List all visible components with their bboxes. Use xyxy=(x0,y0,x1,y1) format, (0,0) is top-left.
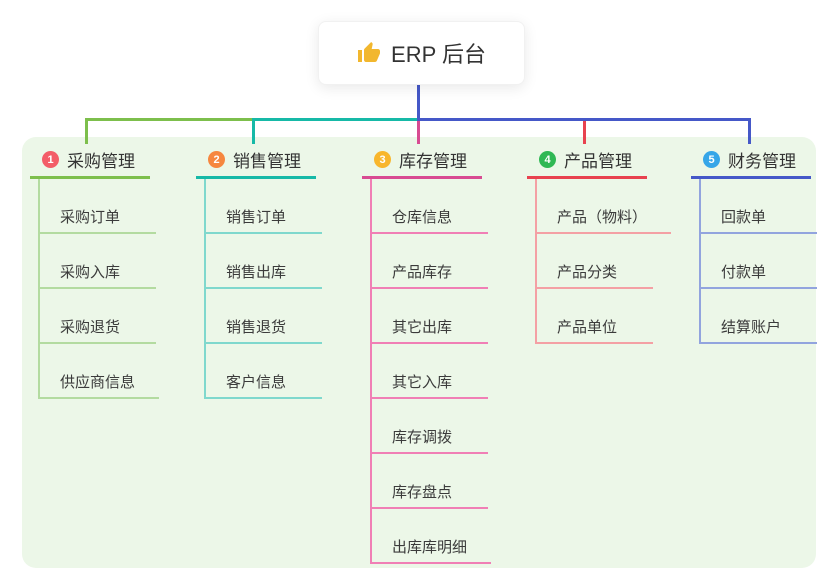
branch-product-header[interactable]: 4 产品管理 xyxy=(527,146,647,179)
thumbs-up-icon xyxy=(357,41,381,65)
connector-drop-product xyxy=(583,118,586,144)
connector-segment-blue xyxy=(418,118,751,121)
list-item[interactable]: 供应商信息 xyxy=(40,344,160,399)
branch-number-badge: 3 xyxy=(374,151,391,168)
branch-inventory: 3 库存管理 仓库信息 产品库存 其它出库 其它入库 库存调拨 库存盘点 出库库… xyxy=(362,146,492,564)
list-item[interactable]: 产品（物料） xyxy=(537,179,672,234)
list-item[interactable]: 产品库存 xyxy=(372,234,488,289)
list-item[interactable]: 库存调拨 xyxy=(372,399,488,454)
list-item[interactable]: 其它入库 xyxy=(372,344,488,399)
branches-panel xyxy=(22,137,816,568)
branch-finance-header[interactable]: 5 财务管理 xyxy=(691,146,811,179)
branch-number-badge: 4 xyxy=(539,151,556,168)
list-item[interactable]: 采购退货 xyxy=(40,289,156,344)
list-item[interactable]: 采购入库 xyxy=(40,234,156,289)
connector-segment-teal xyxy=(252,118,420,121)
branch-label: 销售管理 xyxy=(233,152,301,171)
branch-finance: 5 财务管理 回款单 付款单 结算账户 xyxy=(691,146,817,344)
list-item[interactable]: 其它出库 xyxy=(372,289,488,344)
list-item[interactable]: 产品分类 xyxy=(537,234,653,289)
branch-sales-header[interactable]: 2 销售管理 xyxy=(196,146,316,179)
list-item[interactable]: 产品单位 xyxy=(537,289,653,344)
list-item[interactable]: 库存盘点 xyxy=(372,454,488,509)
list-item[interactable]: 出库库明细 xyxy=(372,509,492,564)
connector-drop-finance xyxy=(748,118,751,144)
branch-number-badge: 1 xyxy=(42,151,59,168)
list-item[interactable]: 客户信息 xyxy=(206,344,322,399)
root-node[interactable]: ERP 后台 xyxy=(318,21,525,85)
connector-drop-purchase xyxy=(85,118,88,144)
connector-segment-green xyxy=(85,118,254,121)
branch-finance-items: 回款单 付款单 结算账户 xyxy=(699,179,817,344)
branch-purchase-header[interactable]: 1 采购管理 xyxy=(30,146,150,179)
branch-number-badge: 2 xyxy=(208,151,225,168)
branch-number-badge: 5 xyxy=(703,151,720,168)
branch-label: 采购管理 xyxy=(67,152,135,171)
list-item[interactable]: 回款单 xyxy=(701,179,817,234)
list-item[interactable]: 销售订单 xyxy=(206,179,322,234)
branch-sales: 2 销售管理 销售订单 销售出库 销售退货 客户信息 xyxy=(196,146,322,399)
list-item[interactable]: 采购订单 xyxy=(40,179,156,234)
branch-label: 财务管理 xyxy=(728,152,796,171)
branch-product: 4 产品管理 产品（物料） 产品分类 产品单位 xyxy=(527,146,672,344)
branch-purchase-items: 采购订单 采购入库 采购退货 供应商信息 xyxy=(38,179,160,399)
list-item[interactable]: 销售出库 xyxy=(206,234,322,289)
list-item[interactable]: 付款单 xyxy=(701,234,817,289)
branch-purchase: 1 采购管理 采购订单 采购入库 采购退货 供应商信息 xyxy=(30,146,160,399)
branch-product-items: 产品（物料） 产品分类 产品单位 xyxy=(535,179,672,344)
branch-label: 库存管理 xyxy=(399,152,467,171)
list-item[interactable]: 销售退货 xyxy=(206,289,322,344)
branch-inventory-header[interactable]: 3 库存管理 xyxy=(362,146,482,179)
list-item[interactable]: 结算账户 xyxy=(701,289,817,344)
root-connector xyxy=(417,82,420,121)
connector-drop-inventory xyxy=(417,121,420,144)
root-label: ERP 后台 xyxy=(391,42,486,67)
branch-label: 产品管理 xyxy=(564,152,632,171)
branch-inventory-items: 仓库信息 产品库存 其它出库 其它入库 库存调拨 库存盘点 出库库明细 xyxy=(370,179,492,564)
list-item[interactable]: 仓库信息 xyxy=(372,179,488,234)
branch-sales-items: 销售订单 销售出库 销售退货 客户信息 xyxy=(204,179,322,399)
connector-drop-sales xyxy=(252,118,255,144)
